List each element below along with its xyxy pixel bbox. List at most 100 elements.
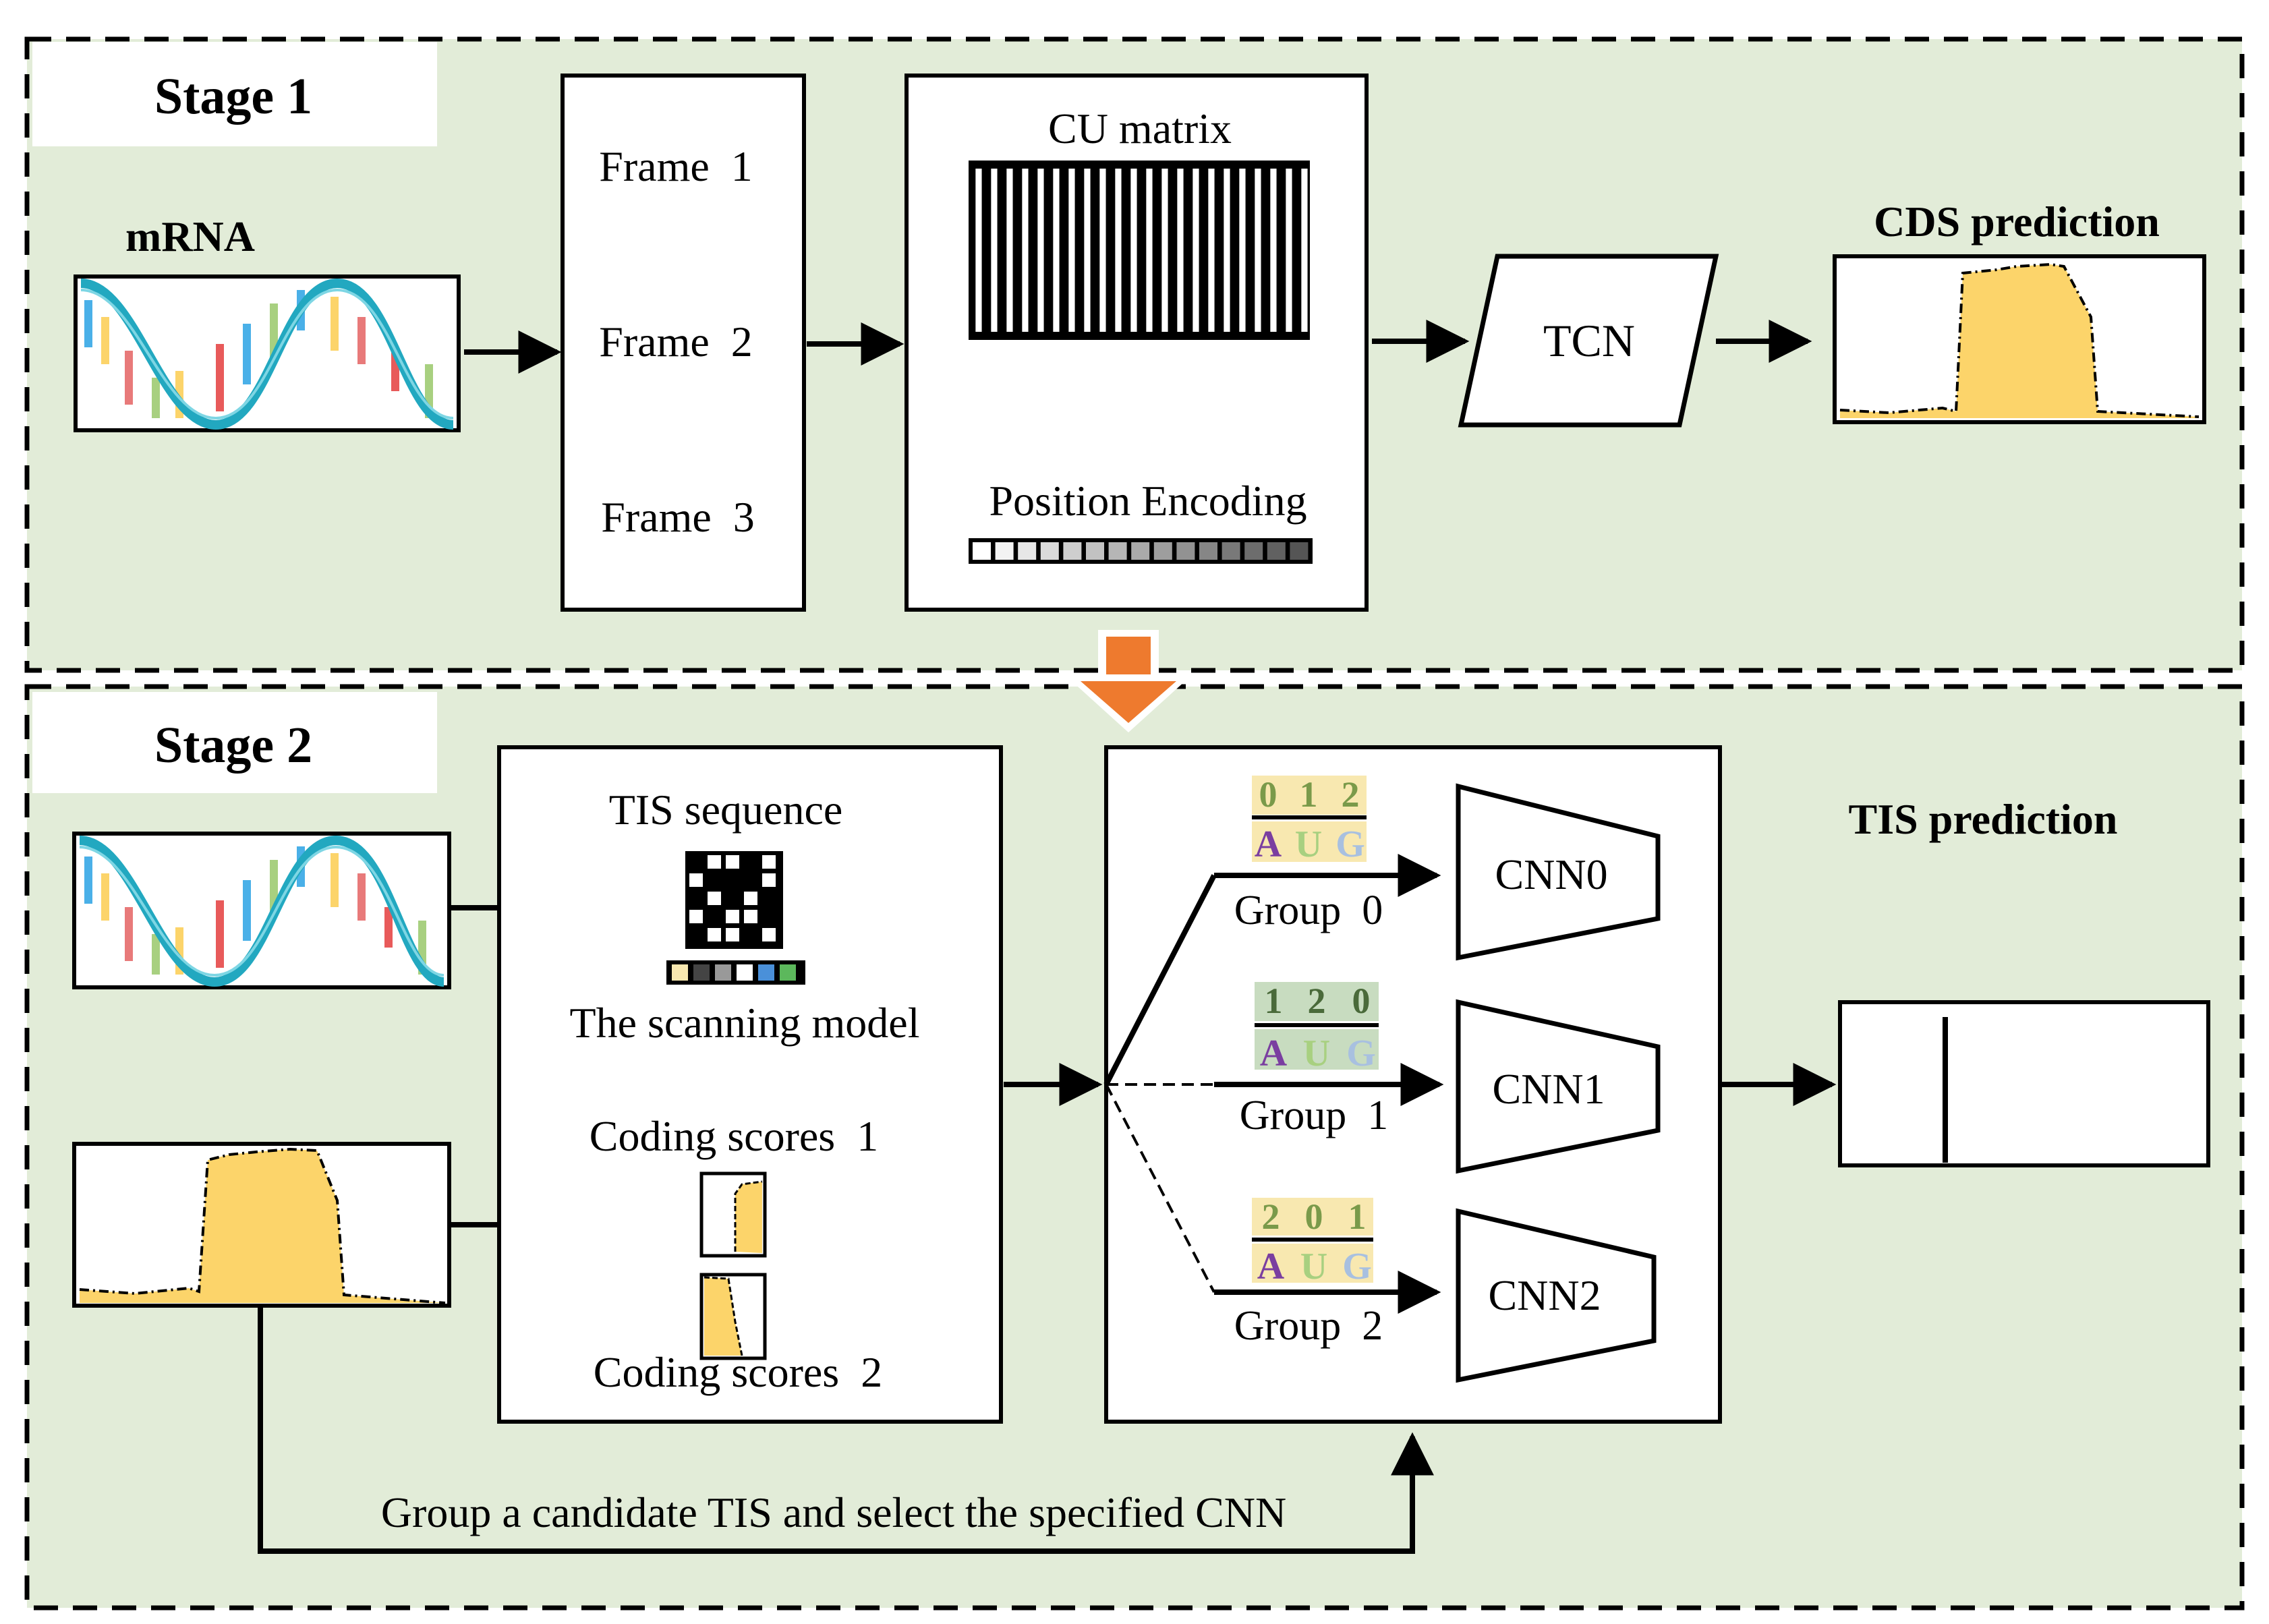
stage2-title: Stage 2	[154, 717, 312, 774]
tcn-block	[1458, 254, 1719, 428]
group-2-digit-0: 2	[1262, 1196, 1280, 1237]
cu-matrix-box	[904, 74, 1369, 612]
cnn0-label: CNN0	[1495, 850, 1607, 898]
position-encoding-cell	[995, 542, 1014, 560]
position-encoding-cell	[1222, 542, 1240, 560]
group-0-label: Group 0	[1234, 888, 1383, 933]
group-1-codon-a: A	[1260, 1033, 1288, 1074]
cu-matrix-stripe	[1037, 169, 1044, 332]
tcn-label: TCN	[1543, 315, 1635, 366]
group-0-codon-a: A	[1255, 823, 1282, 865]
position-encoding-graphic	[969, 538, 1313, 564]
route-line-group2	[1105, 1084, 1215, 1293]
position-encoding-cell	[1153, 542, 1172, 560]
cu-matrix-stripe	[1161, 169, 1168, 332]
group-2-label: Group 2	[1234, 1303, 1383, 1349]
group-0: 0 1 2 A U G Group 0 CNN0	[1214, 774, 1661, 961]
cds-plot-stage2	[72, 1142, 451, 1308]
mrna-image-stage2	[72, 832, 451, 989]
coding-scores-1-label: Coding scores 1	[590, 1112, 878, 1160]
position-encoding-cell	[1018, 542, 1037, 560]
mrna-image-stage1	[74, 274, 461, 432]
coding-scores-1-plot	[699, 1171, 767, 1258]
cnn2-block	[1456, 1208, 1657, 1383]
tis-grid-cell	[744, 910, 757, 923]
frame-3-label: Frame 3	[601, 493, 755, 541]
cu-matrix-stripe	[1224, 169, 1230, 332]
cu-matrix-stripe	[1193, 169, 1199, 332]
position-encoding-cell	[1040, 542, 1059, 560]
tis-sequence-label: TIS sequence	[609, 786, 843, 834]
position-encoding-cell	[1244, 542, 1263, 560]
group-0-digit-0: 0	[1259, 774, 1277, 815]
tis-grid-cell	[726, 928, 739, 941]
cu-matrix-stripe	[1239, 169, 1246, 332]
tis-grid-cell	[689, 910, 703, 923]
cu-matrix-stripe	[1130, 169, 1137, 332]
cnn1-label: CNN1	[1492, 1065, 1605, 1113]
cu-matrix-stripe	[1068, 169, 1075, 332]
tis-grid-cell	[689, 873, 703, 887]
cu-matrix-stripe	[991, 169, 998, 332]
group-1-digit-0: 1	[1265, 981, 1283, 1021]
group-2-codon-u: U	[1300, 1246, 1327, 1287]
cu-matrix-stripe	[1286, 169, 1292, 332]
tis-grid-cell	[708, 855, 721, 869]
cu-matrix-label: CU matrix	[1048, 105, 1232, 152]
tis-grid-cell	[762, 873, 776, 887]
stage1-title: Stage 1	[154, 68, 312, 125]
cu-matrix-stripe	[1099, 169, 1106, 332]
position-encoding-cell	[1199, 542, 1217, 560]
route-line-group0	[1103, 874, 1217, 1086]
group-0-digit-2: 2	[1342, 774, 1360, 815]
mrna-label: mRNA	[125, 212, 255, 260]
frames-box	[561, 74, 806, 612]
cu-matrix-stripe	[1177, 169, 1184, 332]
group-2: 2 0 1 A U G Group 2 CNN2	[1214, 1196, 1657, 1383]
cu-matrix-stripe	[1270, 169, 1277, 332]
cu-matrix-stripe	[1301, 169, 1308, 332]
stage2-title-box	[32, 692, 437, 793]
tis-grid-cell	[726, 910, 739, 923]
cu-matrix-stripe	[1146, 169, 1153, 332]
cu-matrix-stripe	[975, 169, 982, 332]
bottom-note: Group a candidate TIS and select the spe…	[381, 1488, 1286, 1536]
tis-embedding-bar	[666, 960, 805, 985]
position-encoding-cell	[1086, 542, 1104, 560]
group-1-codon-g: G	[1346, 1033, 1376, 1074]
coding-scores-2-label: Coding scores 2	[594, 1348, 882, 1396]
tis-grid-cell	[762, 855, 776, 869]
group-1-digit-2: 0	[1352, 981, 1371, 1021]
stage1-title-box	[32, 42, 437, 146]
position-encoding-cell	[1267, 542, 1286, 560]
cu-matrix-stripe	[1084, 169, 1091, 332]
cu-matrix-stripe	[1022, 169, 1029, 332]
position-encoding-cell	[1108, 542, 1127, 560]
cds-prediction-plot	[1833, 254, 2206, 424]
group-2-codon-a: A	[1257, 1246, 1285, 1287]
group-2-codon-g: G	[1342, 1246, 1372, 1287]
cnn0-block	[1456, 783, 1661, 961]
cu-matrix-stripe	[1208, 169, 1215, 332]
tis-sequence-grid	[685, 851, 783, 949]
tis-grid-cell	[708, 892, 721, 905]
scanning-model-label: The scanning model	[570, 999, 920, 1047]
frame-1-label: Frame 1	[599, 142, 753, 190]
group-1-codon-u: U	[1303, 1033, 1330, 1074]
group-0-codon-u: U	[1295, 823, 1322, 865]
tis-prediction-plot	[1838, 1000, 2210, 1167]
cu-matrix-graphic	[969, 161, 1310, 340]
coding-scores-2-plot	[699, 1273, 767, 1360]
group-1: 1 2 0 A U G Group 1 CNN1	[1214, 981, 1661, 1174]
cu-matrix-stripe	[1255, 169, 1261, 332]
frame-2-label: Frame 2	[599, 318, 753, 366]
cnn1-block	[1456, 999, 1661, 1174]
group-1-label: Group 1	[1240, 1093, 1388, 1138]
position-encoding-cell	[973, 542, 991, 560]
tis-grid-cell	[744, 892, 757, 905]
tis-prediction-label: TIS prediction	[1849, 795, 2118, 843]
cds-prediction-label: CDS prediction	[1874, 198, 2160, 245]
tis-grid-cell	[726, 855, 739, 869]
